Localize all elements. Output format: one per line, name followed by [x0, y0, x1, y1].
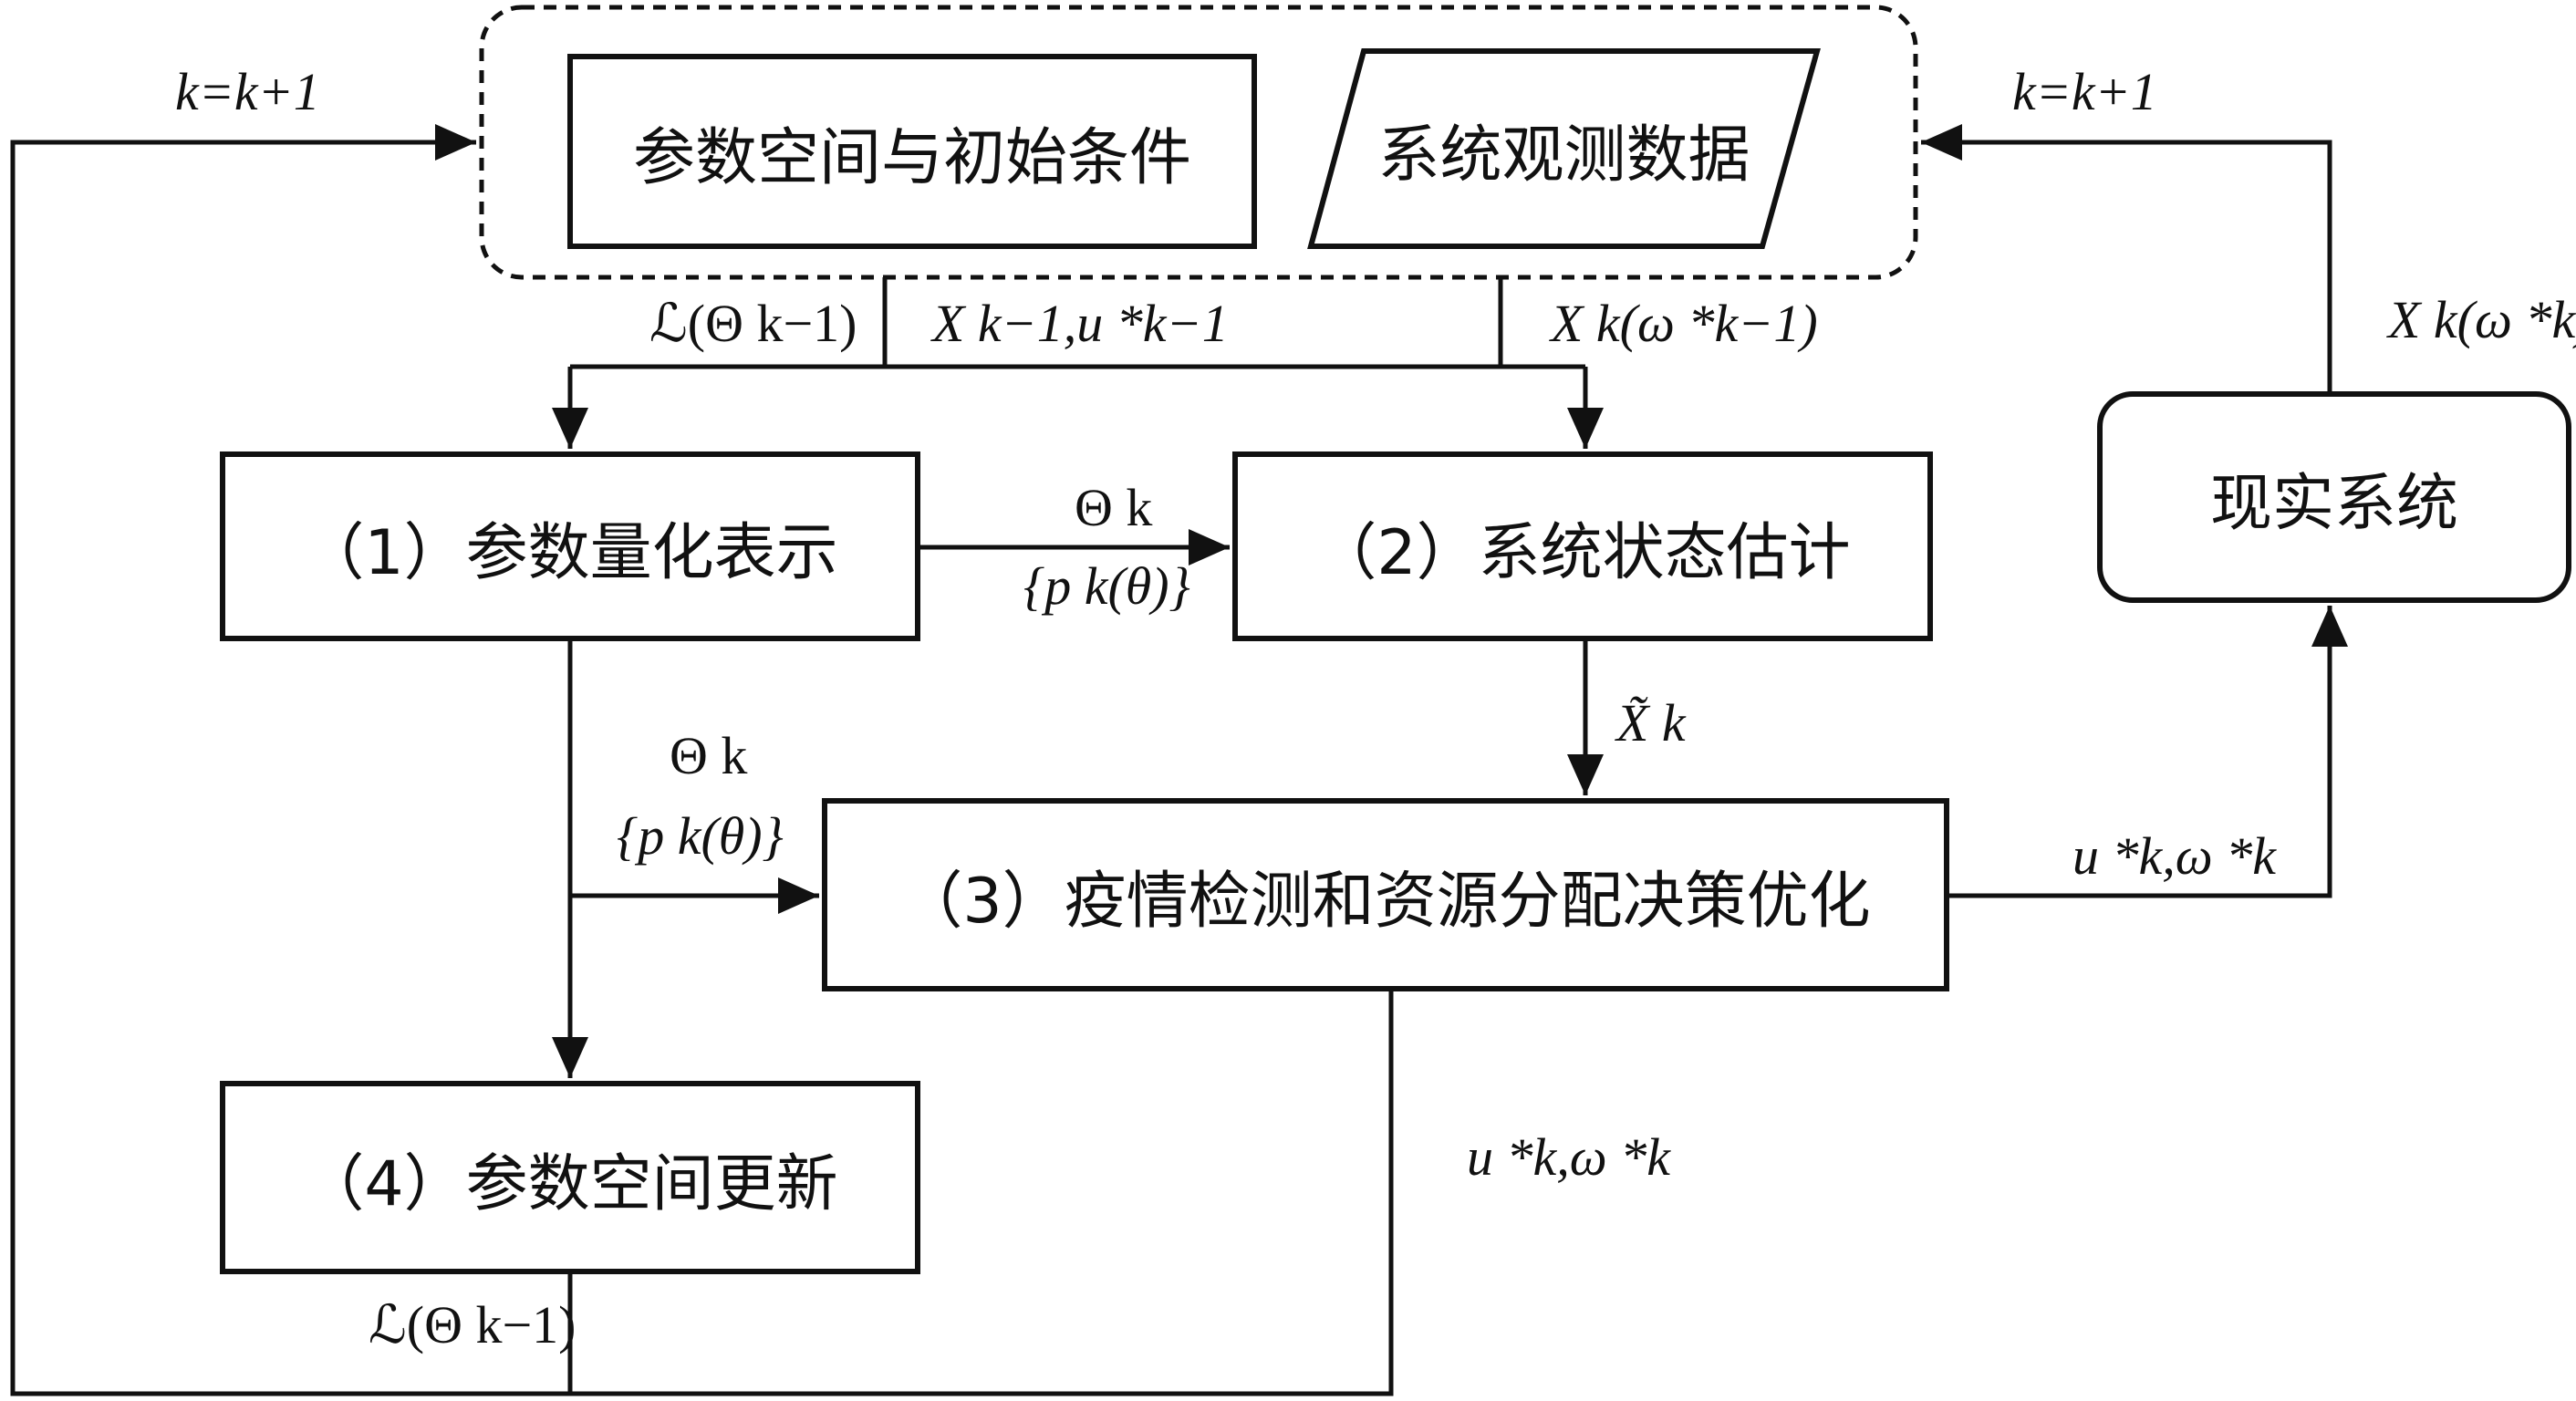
likelihood-top-label: ℒ(Θ k−1)	[649, 294, 857, 353]
decision-bottom-label: u *k,ω *k	[1467, 1127, 1670, 1187]
k-update-right-label: k=k+1	[2012, 62, 2157, 121]
arrow-real-container	[1921, 124, 2332, 394]
likelihood-bottom-label: ℒ(Θ k−1)	[369, 1295, 576, 1354]
real-output-label: X k(ω *k)	[2388, 290, 2576, 349]
step4-label: （4）参数空间更新	[302, 1147, 838, 1220]
k-update-left-label: k=k+1	[175, 62, 320, 121]
step3-label: （3）疫情检测和资源分配决策优化	[900, 865, 1871, 938]
observation-input-label: X k(ω *k−1)	[1551, 294, 1818, 353]
step2-label: （2）系统状态估计	[1314, 516, 1851, 589]
pk-label-step1-step3: {p k(θ)}	[617, 806, 784, 866]
real-system-box	[2097, 391, 2571, 603]
arrow-step3-real	[1947, 606, 2348, 898]
connector	[570, 989, 1394, 1396]
step2-box	[1232, 451, 1933, 641]
pk-label-step1-step2: {p k(θ)}	[1023, 556, 1190, 616]
observation-label: 系统观测数据	[1377, 119, 1750, 192]
state-input-label: X k−1,u *k−1	[932, 294, 1229, 353]
arrow-loop-container	[10, 124, 570, 1396]
theta-label-step1-step3: Θ k	[670, 726, 748, 785]
param-space-label: 参数空间与初始条件	[632, 121, 1191, 194]
theta-label-step1-step2: Θ k	[1075, 478, 1153, 537]
real-system-label: 现实系统	[2209, 467, 2458, 540]
input-group-container	[479, 5, 1918, 280]
observation-parallelogram	[1307, 48, 1821, 249]
xtilde-label: X̃ k	[1616, 693, 1686, 752]
decision-right-label: u *k,ω *k	[2072, 826, 2276, 886]
param-space-box	[567, 54, 1257, 249]
step1-label: （1）参数量化表示	[302, 516, 838, 589]
